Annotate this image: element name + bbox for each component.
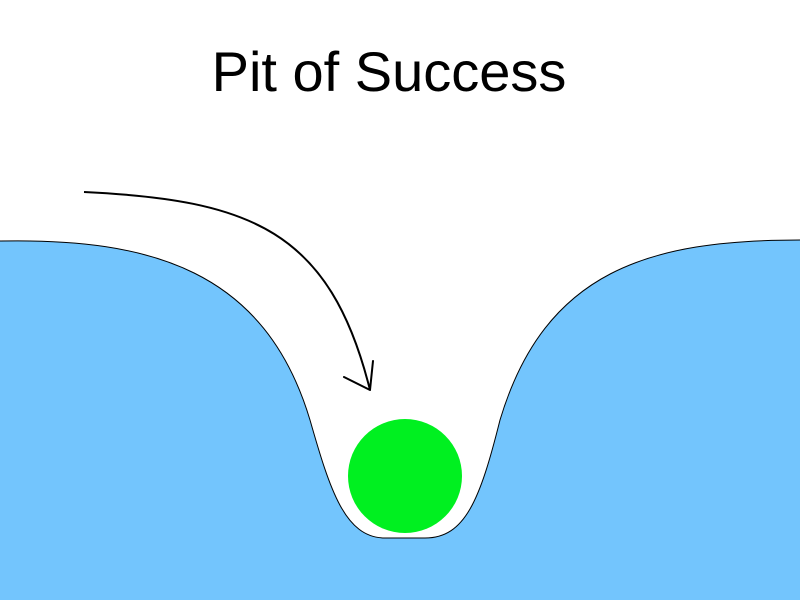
slide-title: Pit of Success	[211, 40, 567, 103]
arrow-path	[83, 191, 371, 391]
pit-terrain	[0, 240, 800, 600]
arrow-head-icon	[343, 360, 374, 391]
pit-outline	[0, 239, 800, 539]
ball	[348, 419, 462, 533]
